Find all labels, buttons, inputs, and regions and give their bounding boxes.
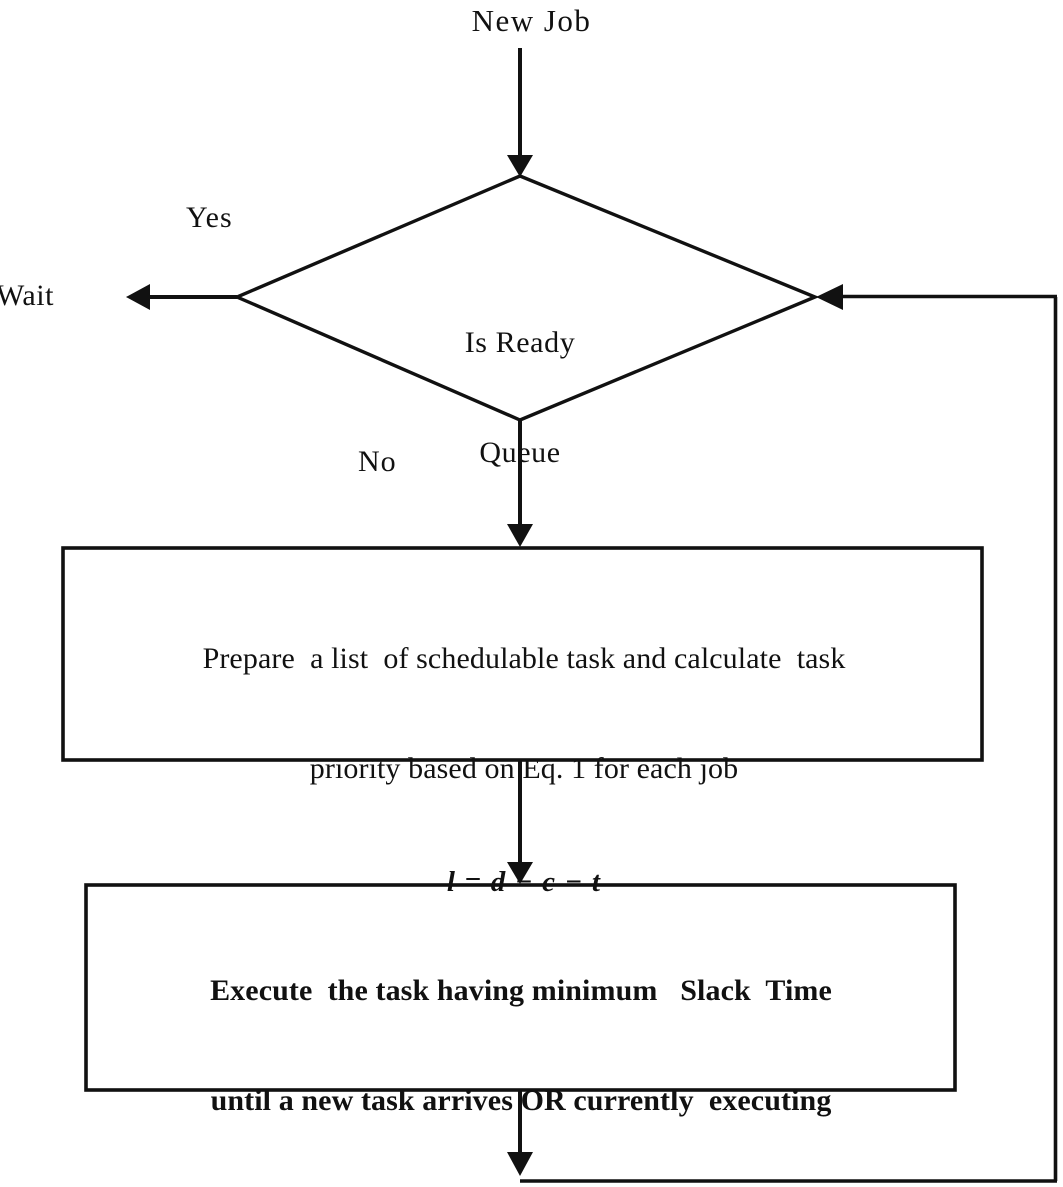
process-box-1-line1: Prepare a list of schedulable task and c…: [202, 642, 846, 676]
process-box-2-line1: Execute the task having minimum Slack Ti…: [210, 974, 832, 1008]
process-box-2: [84, 883, 957, 1092]
process-box-1-label: Prepare a list of schedulable task and c…: [68, 568, 980, 973]
process-box-2-line2-part-a: until a new task arrives: [210, 1083, 521, 1117]
decision-label-line2: Queue: [479, 435, 561, 469]
edge-label-no: No: [358, 445, 397, 478]
edge-feedback-loop: [520, 284, 1058, 1183]
process-box-1-line2: priority based on Eq. 1 for each job: [309, 751, 739, 785]
process-box-2-line2-part-b: currently executing: [565, 1083, 832, 1117]
edge-yes-to-wait: [126, 284, 237, 310]
edge-newjob-to-decision: [507, 48, 533, 177]
process-box-2-label: Execute the task having minimum Slack Ti…: [92, 900, 950, 1187]
decision-label-line1: Is Ready: [464, 326, 576, 360]
edge-process1-to-process2: [507, 760, 533, 884]
edge-no-to-process1: [507, 420, 533, 547]
process-box-1: [61, 546, 984, 762]
entry-label-new-job: New Job: [471, 3, 592, 38]
edge-label-yes: Yes: [186, 201, 233, 234]
process-box-2-line2: until a new task arrives OR currently ex…: [92, 1083, 950, 1120]
edge-process2-exit: [507, 1090, 533, 1176]
process-box-1-equation: l = d − c − t: [446, 865, 602, 898]
process-box-2-or-keyword: OR: [520, 1083, 566, 1117]
terminal-label-wait: Wait: [0, 279, 54, 312]
decision-label: Is Ready Queue: [330, 252, 710, 545]
